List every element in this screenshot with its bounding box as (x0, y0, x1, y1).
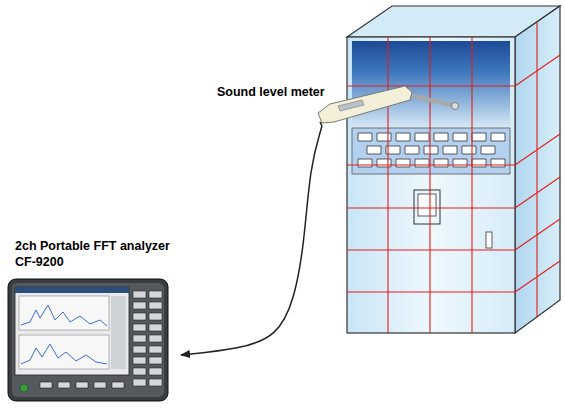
node-label: Sound level meter (217, 84, 325, 100)
power-button (20, 384, 28, 392)
label-line: Sound level meter (217, 82, 465, 98)
screen-title-bar (15, 287, 129, 293)
node-label: CF-9200 (15, 254, 64, 270)
coin-slot-frame (414, 190, 440, 224)
fft-analyzer-figure (8, 279, 168, 401)
spectrum-trace (21, 344, 107, 364)
meter-probe (409, 95, 452, 105)
microphone (452, 103, 459, 110)
meter-body (318, 86, 412, 123)
fft-analyzer: 2ch Portable FFT analyzerCF-9200 (6, 232, 181, 404)
measurement-grid (347, 22, 560, 333)
cabinet (347, 6, 560, 333)
selection-buttons (358, 133, 505, 167)
meter-display (338, 100, 364, 111)
analyzer-keys (40, 291, 162, 388)
door-handle (486, 232, 492, 248)
label-line: 2ch Portable FFT analyzer (15, 236, 181, 252)
analyzer-bezel (12, 283, 164, 397)
plot-panel (19, 296, 109, 330)
screen-menu (111, 296, 126, 369)
label-line: CF-9200 (15, 252, 181, 268)
plot-panel (19, 335, 109, 369)
spectrum-trace (21, 305, 107, 326)
coin-slot (418, 194, 436, 216)
node-label: 2ch Portable FFT analyzer (15, 238, 170, 254)
sound-level-meter: Sound level meter (215, 78, 465, 126)
analyzer-screen (15, 287, 129, 375)
cable (181, 126, 322, 355)
sound-level-meter-figure (318, 86, 459, 126)
cabinet-front (347, 37, 515, 333)
button-panel (352, 128, 510, 174)
cable-stub (320, 122, 322, 126)
analyzer-casing (8, 279, 168, 401)
